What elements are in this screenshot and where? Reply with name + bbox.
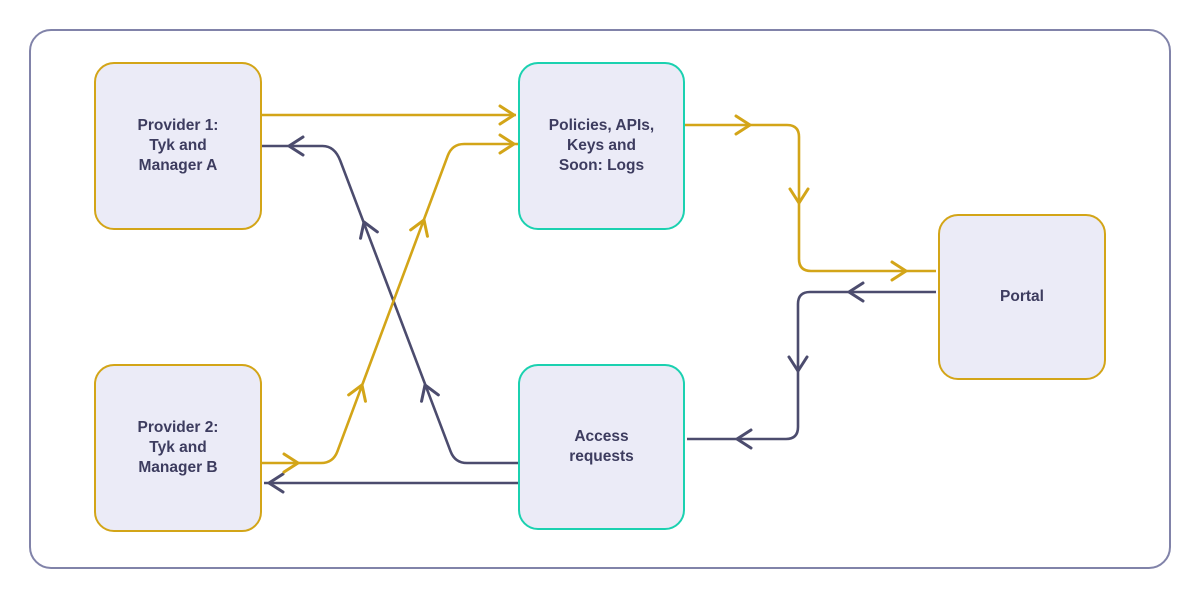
- arrowhead-icon: [287, 135, 305, 157]
- arrowhead-icon: [787, 355, 809, 373]
- arrowhead-icon: [498, 104, 516, 126]
- arrowhead-icon: [420, 383, 440, 403]
- edge-policies-to-portal: [685, 123, 936, 273]
- diagram-outer-frame: [29, 29, 1171, 569]
- node-provider2-label: Provider 2: Tyk and Manager B: [137, 419, 219, 476]
- edge-access-to-provider1: [262, 144, 518, 465]
- arrowhead-icon: [409, 218, 429, 238]
- node-provider1: Provider 1: Tyk and Manager A: [94, 62, 262, 230]
- node-policies-apis-keys-logs: Policies, APIs, Keys and Soon: Logs: [518, 62, 685, 230]
- node-portal: Portal: [938, 214, 1106, 380]
- node-portal-label: Portal: [1000, 288, 1044, 305]
- node-access-requests: Access requests: [518, 364, 685, 530]
- arrowhead-icon: [734, 114, 752, 136]
- node-provider2: Provider 2: Tyk and Manager B: [94, 364, 262, 532]
- node-provider1-label: Provider 1: Tyk and Manager A: [137, 117, 219, 174]
- arrowhead-icon: [735, 428, 753, 450]
- arrowhead-icon: [847, 281, 865, 303]
- edge-portal-to-access: [687, 290, 936, 441]
- arrowhead-icon: [282, 452, 300, 474]
- arrowhead-icon: [788, 187, 810, 205]
- node-policies-label: Policies, APIs, Keys and Soon: Logs: [548, 117, 655, 174]
- node-access-label: Access requests: [569, 428, 634, 465]
- arrowhead-icon: [498, 133, 516, 155]
- edge-provider2-to-policies: [262, 142, 518, 465]
- arrowhead-icon: [359, 220, 379, 240]
- arrowhead-icon: [890, 260, 908, 282]
- arrowhead-icon: [347, 383, 367, 403]
- arrowhead-icon: [267, 472, 285, 494]
